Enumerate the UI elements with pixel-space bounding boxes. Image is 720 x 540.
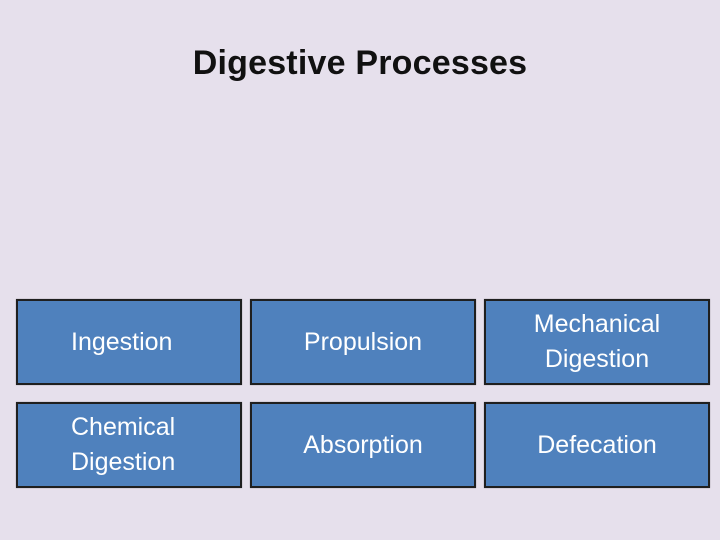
slide-title: Digestive Processes [192, 44, 528, 82]
process-label: Chemical Digestion [71, 413, 176, 476]
process-label: Defecation [537, 430, 657, 459]
process-label: Ingestion [71, 327, 173, 356]
process-label: Absorption [303, 430, 423, 459]
process-label: Mechanical Digestion [533, 310, 661, 373]
process-box-ingestion: Ingestion [16, 299, 242, 385]
process-box-absorption: Absorption [250, 402, 476, 488]
process-box-chemical-digestion: Chemical Digestion [16, 402, 242, 488]
process-box-propulsion: Propulsion [250, 299, 476, 385]
process-label: Propulsion [303, 327, 423, 356]
process-box-defecation: Defecation [484, 402, 710, 488]
process-box-mechanical-digestion: Mechanical Digestion [484, 299, 710, 385]
